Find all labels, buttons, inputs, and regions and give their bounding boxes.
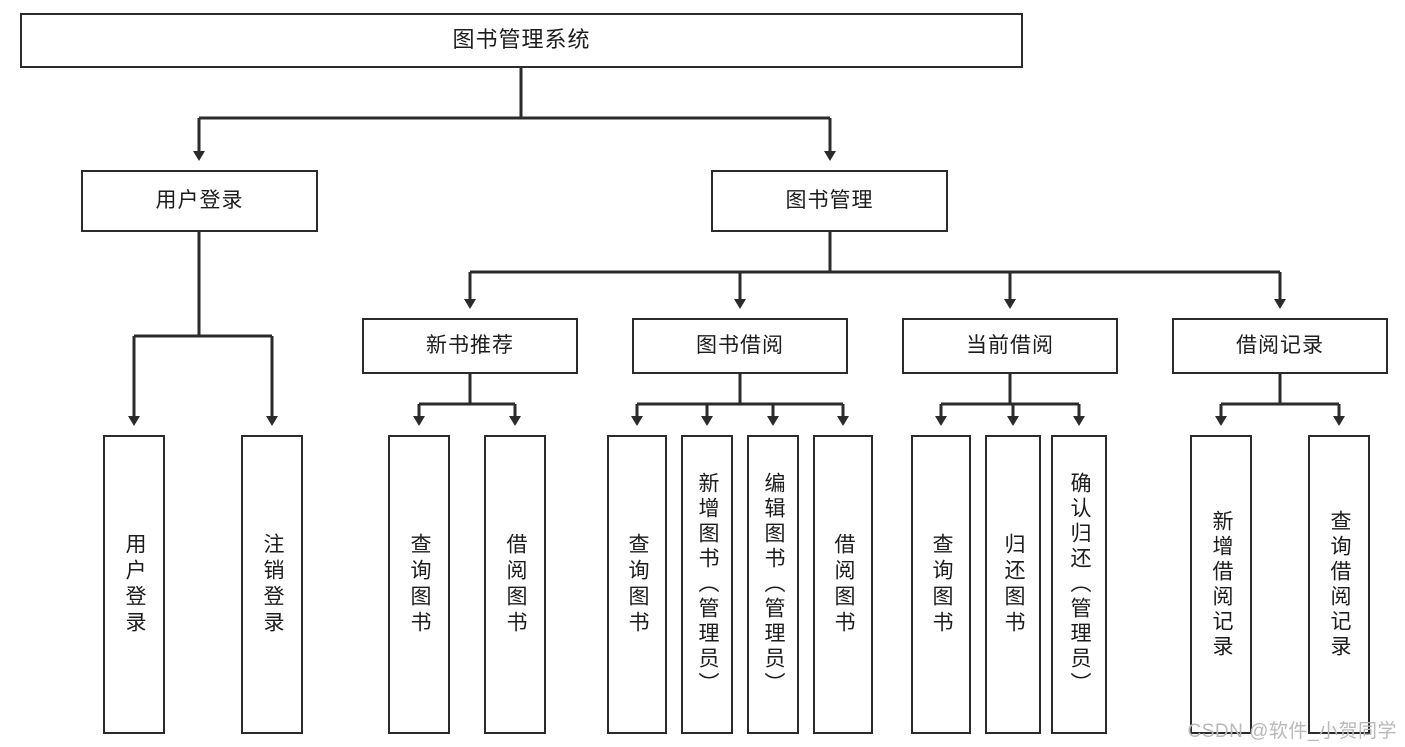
node-borrow-record[interactable]: 借阅记录: [1172, 318, 1388, 374]
leaf-query-book-current[interactable]: 查询图书: [911, 435, 971, 734]
node-user-login[interactable]: 用户登录: [81, 170, 318, 232]
leaf-edit-book-admin[interactable]: 编辑图书（管理员）: [747, 435, 799, 734]
leaf-return-book[interactable]: 归还图书: [985, 435, 1041, 734]
node-new-book-recommend[interactable]: 新书推荐: [362, 318, 578, 374]
leaf-add-borrow-record[interactable]: 新增借阅记录: [1190, 435, 1252, 734]
leaf-query-book-recommend[interactable]: 查询图书: [388, 435, 450, 734]
leaf-borrow-book[interactable]: 借阅图书: [813, 435, 873, 734]
leaf-user-login[interactable]: 用户登录: [103, 435, 165, 734]
leaf-query-borrow-record[interactable]: 查询借阅记录: [1308, 435, 1370, 734]
leaf-query-book-borrow[interactable]: 查询图书: [607, 435, 667, 734]
leaf-add-book-admin[interactable]: 新增图书（管理员）: [681, 435, 733, 734]
leaf-confirm-return-admin[interactable]: 确认归还（管理员）: [1051, 435, 1107, 734]
node-current-borrow[interactable]: 当前借阅: [902, 318, 1118, 374]
leaf-user-logout[interactable]: 注销登录: [241, 435, 303, 734]
node-book-management[interactable]: 图书管理: [711, 170, 948, 232]
node-book-borrow[interactable]: 图书借阅: [632, 318, 848, 374]
csdn-watermark: CSDN @软件_小贺同学: [1187, 721, 1397, 742]
node-root[interactable]: 图书管理系统: [20, 13, 1023, 68]
leaf-borrow-book-recommend[interactable]: 借阅图书: [484, 435, 546, 734]
